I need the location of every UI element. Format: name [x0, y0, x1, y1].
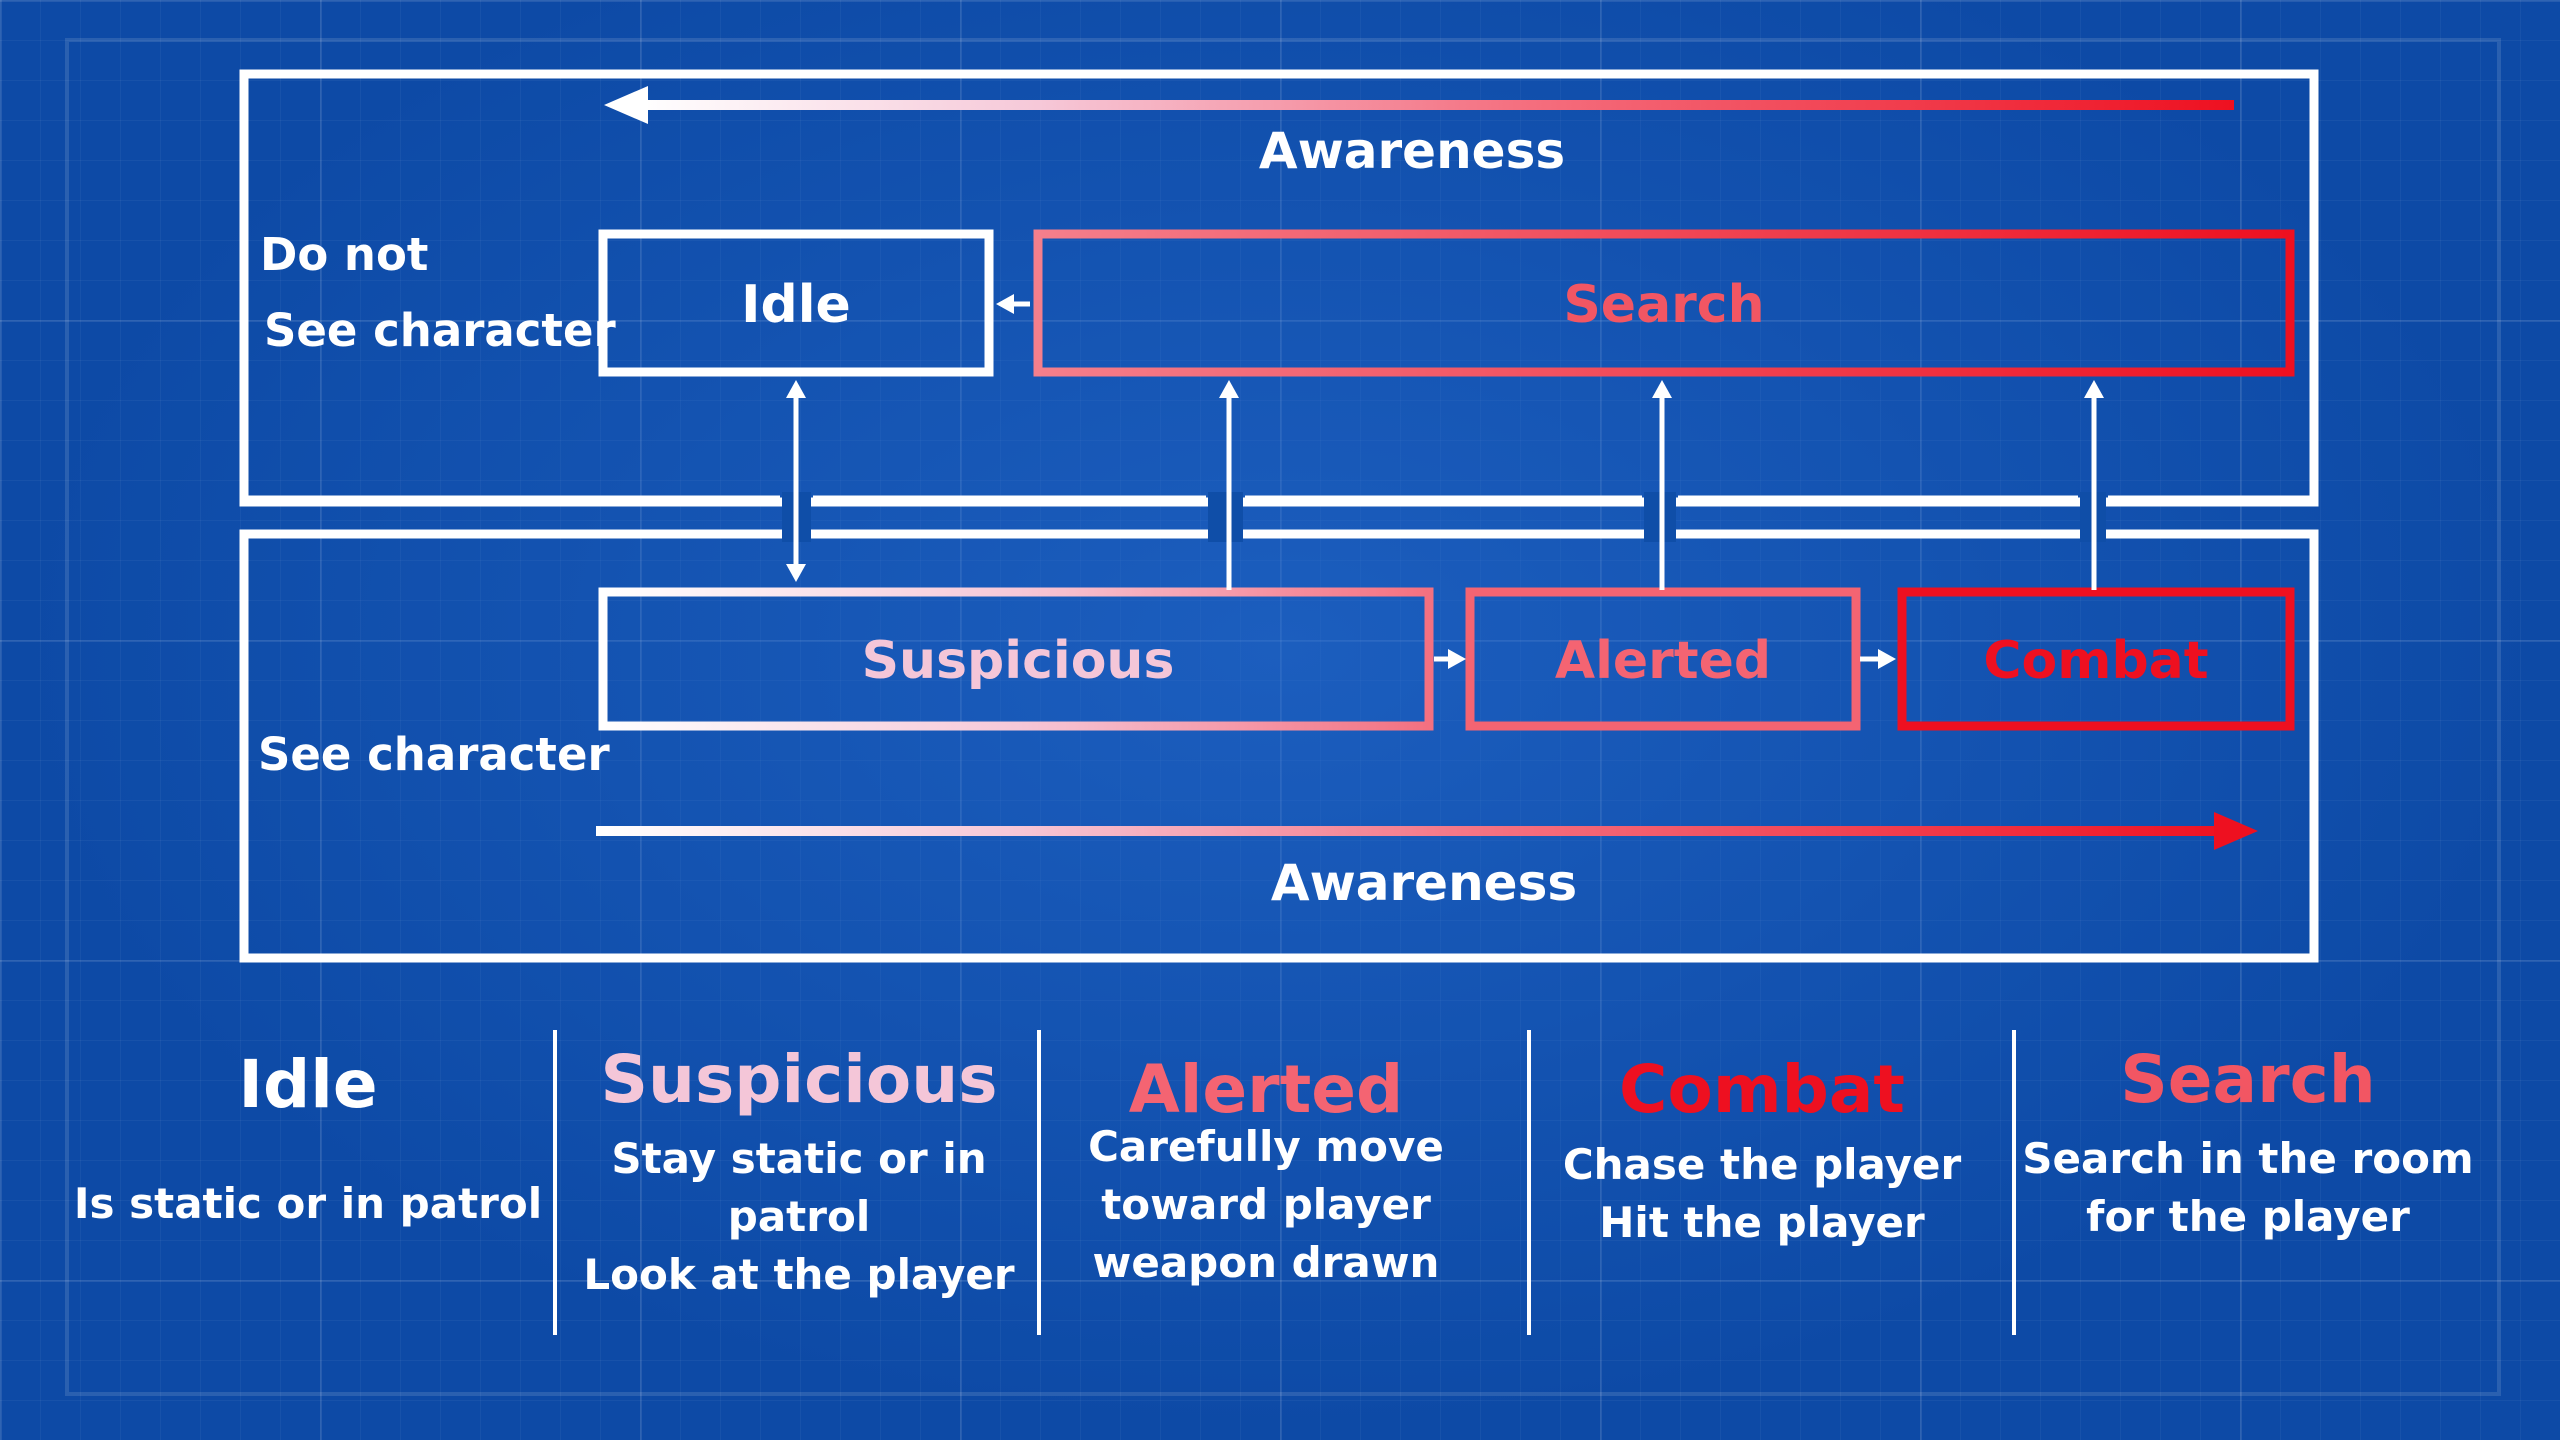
legend-alerted: Alerted Carefully move toward player wea…	[1044, 1050, 1488, 1292]
combat-to-search-arrow	[2084, 380, 2104, 398]
bottom-region-label: See character	[258, 728, 610, 781]
alerted-state-label: Alerted	[1555, 631, 1771, 691]
legend-suspicious: Suspicious Stay static or in patrol Look…	[562, 1040, 1036, 1304]
awareness-top-label: Awareness	[1259, 122, 1565, 180]
legend-idle-line1	[70, 1125, 546, 1175]
legend-divider-3	[1527, 1030, 1531, 1335]
alerted-to-search-arrow	[1652, 380, 1672, 398]
alerted-to-combat-arrow	[1878, 649, 1896, 669]
legend-alerted-line2: toward player	[1101, 1180, 1431, 1229]
suspicious-to-search-arrow	[1219, 380, 1239, 398]
alerted-state-box	[1465, 587, 1861, 731]
search-to-idle-arrow	[996, 294, 1014, 314]
legend-idle-line2: Is static or in patrol	[73, 1179, 543, 1228]
legend-idle: Idle Is static or in patrol	[70, 1045, 546, 1233]
legend-alerted-title: Alerted	[1128, 1051, 1404, 1128]
idle-state-label: Idle	[741, 275, 851, 335]
legend-search-line2: for the player	[2086, 1192, 2410, 1241]
legend-combat-line1: Chase the player	[1562, 1140, 1962, 1189]
top-region-label-line1: Do not	[260, 228, 428, 281]
idle-suspicious-arrow-down	[786, 564, 806, 582]
awareness-bottom-label: Awareness	[1271, 854, 1577, 912]
awareness-bottom-arrow-shaft	[596, 826, 2236, 836]
legend-search-line1: Search in the room	[2022, 1134, 2474, 1183]
region-separator	[244, 495, 2314, 539]
legend-suspicious-line1: Stay static or in patrol	[611, 1134, 987, 1241]
legend-alerted-line1: Carefully move	[1088, 1122, 1444, 1171]
legend-divider-2	[1037, 1030, 1041, 1335]
legend-search: Search Search in the room for the player	[2020, 1040, 2476, 1246]
suspicious-state-box	[598, 587, 1434, 731]
legend-divider-1	[553, 1030, 557, 1335]
legend-suspicious-line2: Look at the player	[583, 1250, 1015, 1299]
idle-state-box	[598, 229, 994, 377]
search-state-label: Search	[1563, 275, 1764, 335]
legend-suspicious-title: Suspicious	[600, 1041, 998, 1118]
awareness-bottom-arrowhead	[2214, 812, 2258, 850]
legend-search-title: Search	[2120, 1041, 2376, 1118]
idle-suspicious-arrow-up	[786, 380, 806, 398]
awareness-top-arrowhead	[604, 86, 648, 124]
legend-combat: Combat Chase the player Hit the player	[1534, 1050, 1990, 1252]
legend-alerted-line3: weapon drawn	[1092, 1238, 1440, 1287]
legend-idle-title: Idle	[238, 1046, 378, 1123]
legend-combat-line2: Hit the player	[1599, 1198, 1925, 1247]
combat-state-box	[1897, 587, 2295, 731]
combat-state-label: Combat	[1983, 631, 2208, 691]
suspicious-state-label: Suspicious	[862, 631, 1175, 691]
legend-combat-title: Combat	[1619, 1051, 1905, 1128]
blueprint-frame	[65, 38, 2501, 1396]
suspicious-to-alerted-arrow	[1448, 649, 1466, 669]
search-state-box	[1033, 229, 2295, 377]
awareness-top-arrow-shaft	[640, 100, 2234, 110]
legend-divider-4	[2012, 1030, 2016, 1335]
top-region-label-line2: See character	[264, 304, 616, 357]
